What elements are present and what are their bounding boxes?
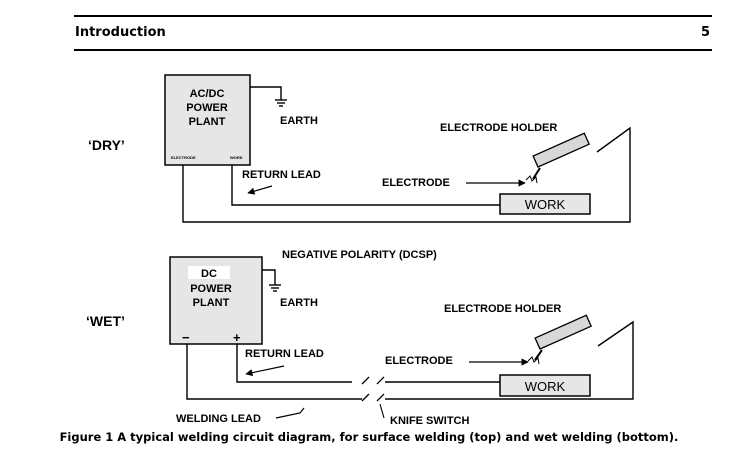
page-number: 5 xyxy=(700,25,710,40)
wet-plus-terminal: + xyxy=(233,330,241,345)
wet-plant-line-3: PLANT xyxy=(193,297,230,309)
figure-caption: Figure 1 A typical welding circuit diagr… xyxy=(59,430,679,444)
wet-plant-line-2: POWER xyxy=(190,283,232,295)
knife-switch-icon xyxy=(361,376,385,419)
dry-return-lead xyxy=(231,165,500,206)
dry-work-piece xyxy=(499,193,591,215)
dry-terminal-electrode: ELECTRODE xyxy=(171,155,196,160)
knife-switch-label: KNIFE SWITCH xyxy=(390,415,469,427)
wet-return-arrow-icon xyxy=(245,365,285,377)
wet-return-lead xyxy=(236,344,352,383)
dry-return-arrow-icon xyxy=(247,185,273,195)
wet-plant-line-1: DC xyxy=(201,268,217,280)
wet-return-lead-label: RETURN LEAD xyxy=(245,348,324,360)
wet-earth-label: EARTH xyxy=(280,297,318,309)
wet-label: ‘WET’ xyxy=(86,313,125,329)
wet-work-label: WORK xyxy=(525,379,566,394)
dry-work-label: WORK xyxy=(525,197,566,212)
dry-circuit: ‘DRY’ AC/DC POWER PLANT ELECTRODE WORK E… xyxy=(88,74,631,223)
wet-circuit: ‘WET’ DC POWER PLANT − + EARTH RETURN LE… xyxy=(86,256,634,427)
dry-electrode-holder-icon xyxy=(525,132,591,184)
dry-terminal-work: WORK xyxy=(230,155,243,160)
dry-plant-line-1: AC/DC xyxy=(190,88,225,100)
wet-electrode-label: ELECTRODE xyxy=(385,355,453,367)
dry-electrode-lead xyxy=(182,126,631,223)
dry-holder-label: ELECTRODE HOLDER xyxy=(440,122,557,134)
wet-welding-lead xyxy=(186,344,362,400)
running-header: Introduction 5 xyxy=(74,15,712,51)
dry-label: ‘DRY’ xyxy=(88,137,125,153)
dry-earth-label: EARTH xyxy=(280,115,318,127)
wet-plant-label-bg xyxy=(188,266,230,279)
dry-return-lead-label: RETURN LEAD xyxy=(242,169,321,181)
wet-earth-icon xyxy=(269,284,281,292)
dry-earth-icon xyxy=(275,99,287,107)
wet-minus-terminal: − xyxy=(182,330,190,345)
dry-plant-line-2: POWER xyxy=(186,102,228,114)
dry-electrode-label: ELECTRODE xyxy=(382,177,450,189)
welding-lead-label: WELDING LEAD xyxy=(176,413,261,425)
wet-work-piece xyxy=(499,374,591,397)
wet-electrode-holder-icon xyxy=(527,314,593,365)
wet-holder-label: ELECTRODE HOLDER xyxy=(444,303,561,315)
welding-lead-arrow-icon xyxy=(275,407,305,419)
section-title: Introduction xyxy=(75,25,166,40)
polarity-label: NEGATIVE POLARITY (DCSP) xyxy=(282,249,437,261)
dry-power-plant xyxy=(164,74,251,166)
dry-plant-line-3: PLANT xyxy=(189,116,226,128)
